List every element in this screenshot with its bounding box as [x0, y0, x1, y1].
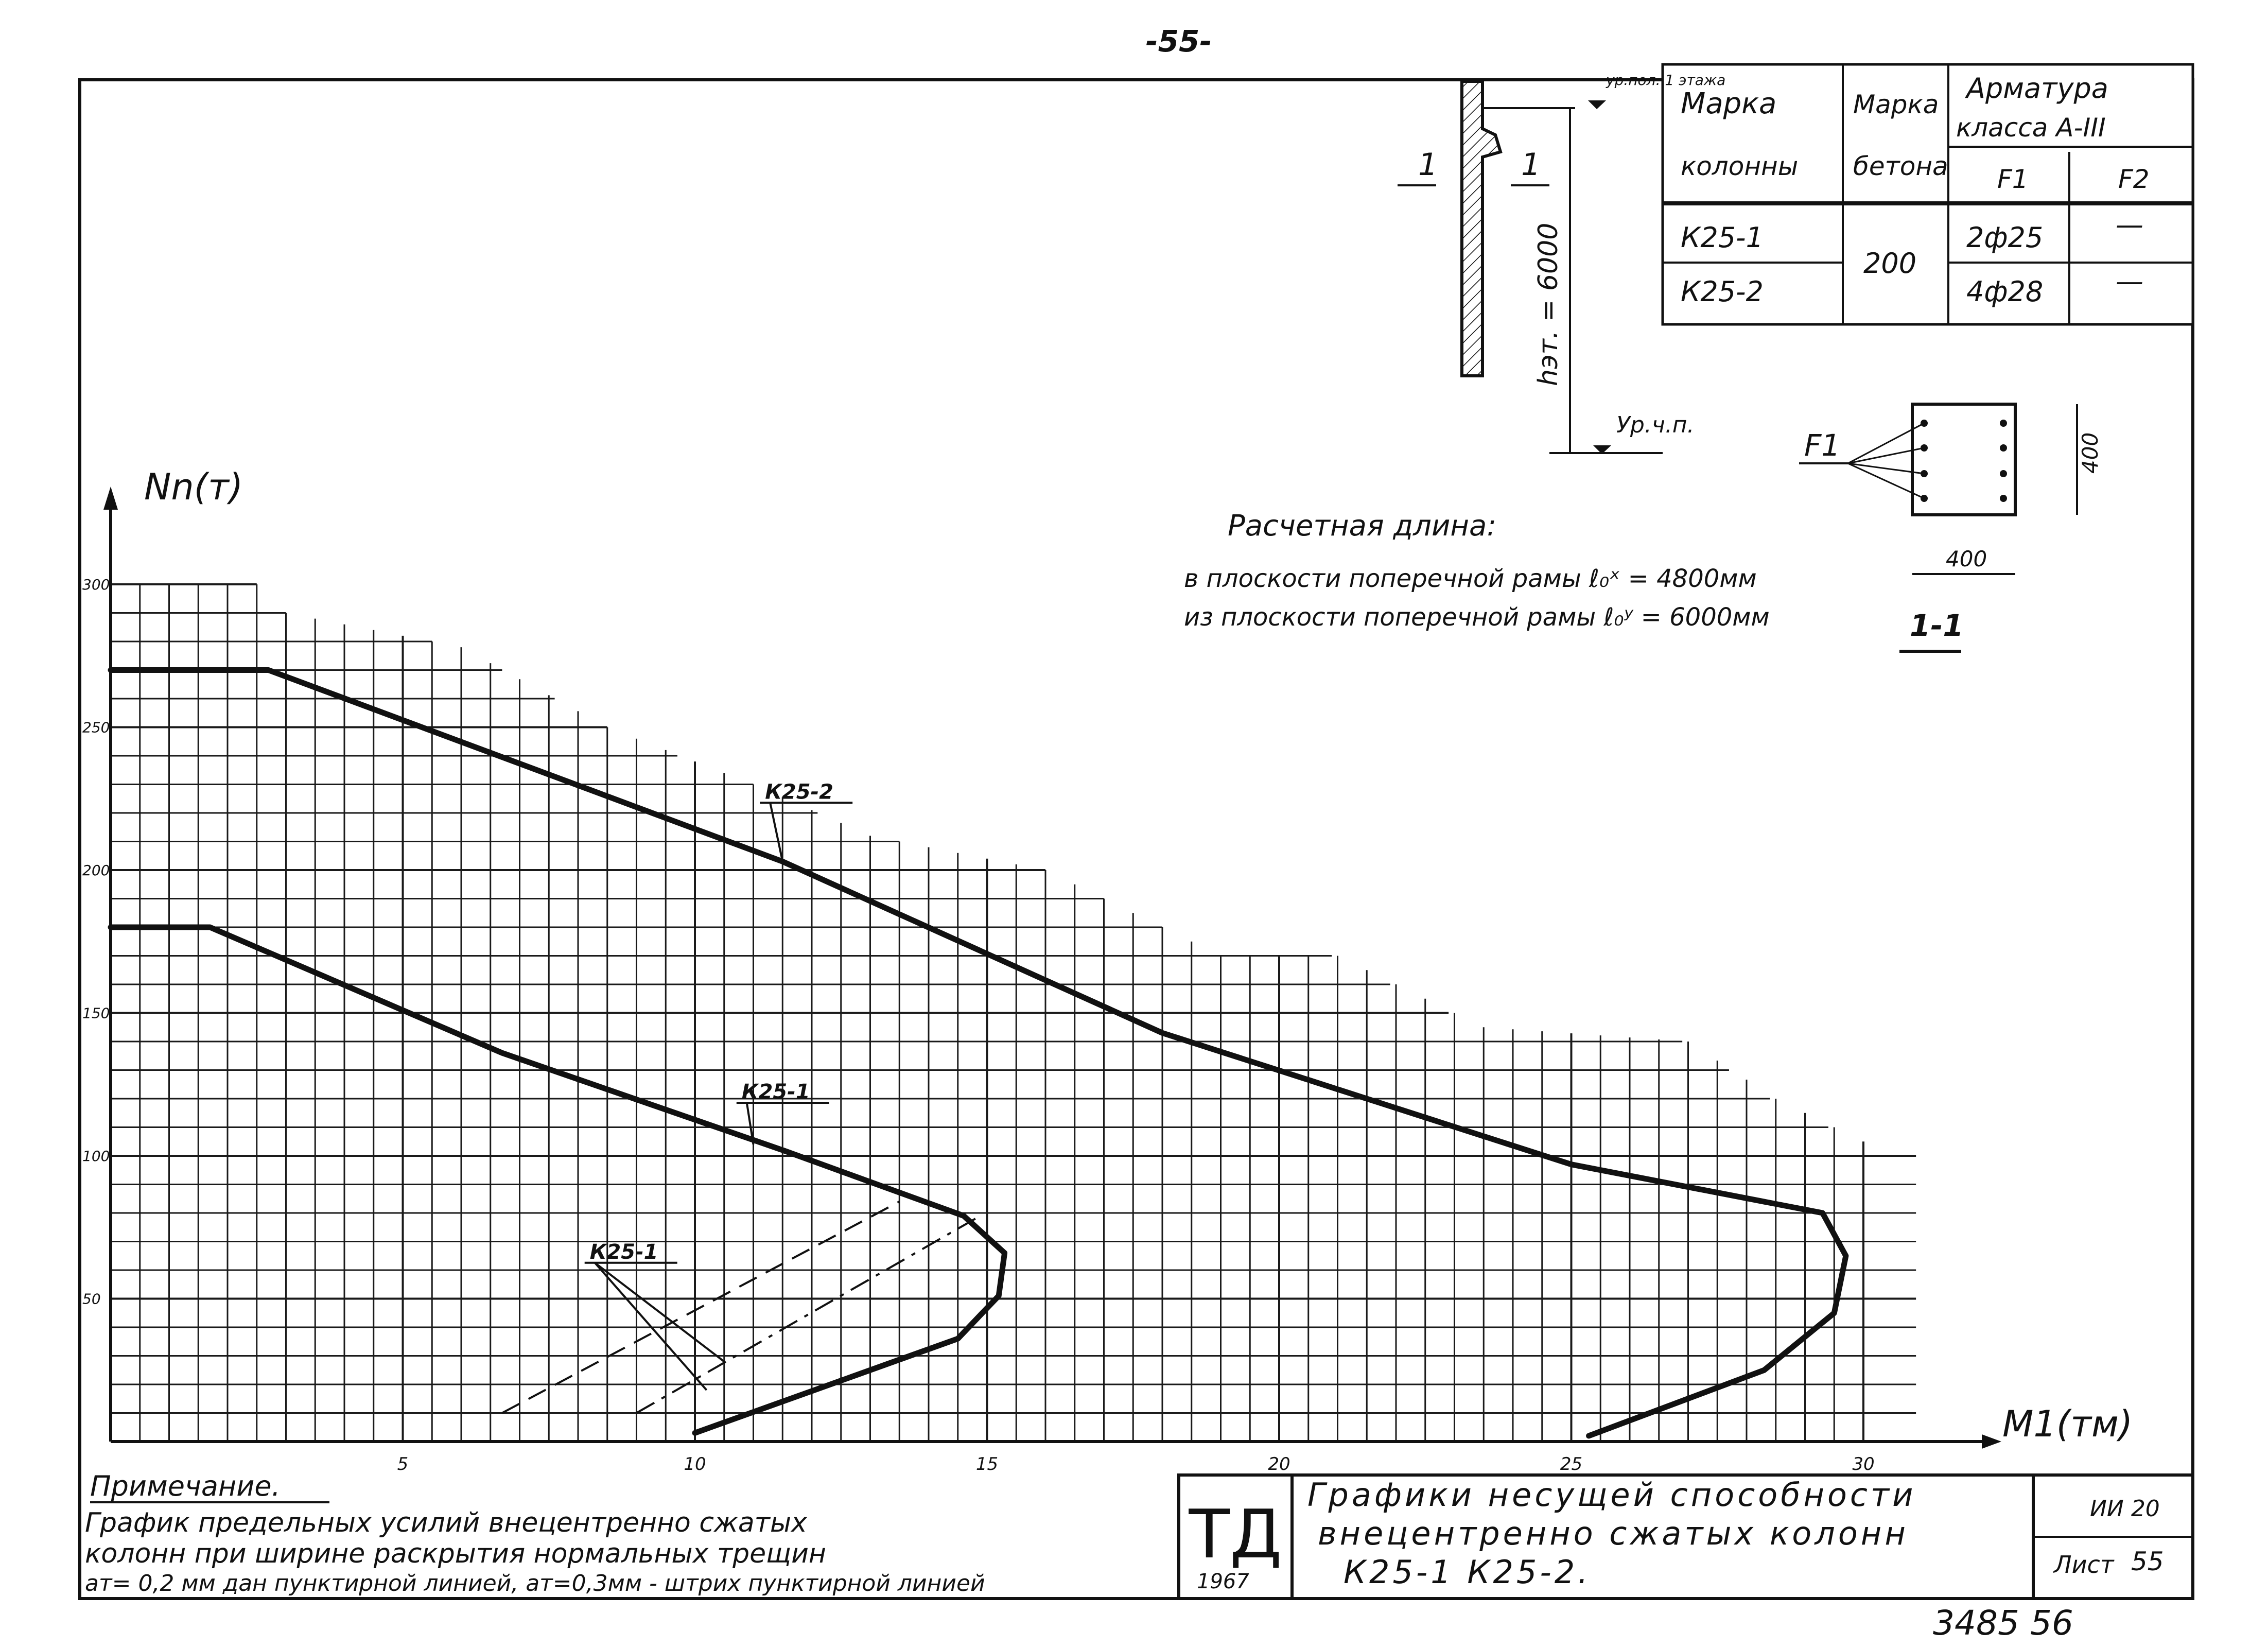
rebar-dot: [2000, 495, 2007, 502]
row2-column: К25-2: [1681, 275, 1764, 308]
rebar-dot: [2000, 444, 2007, 452]
header-f2: F2: [2118, 164, 2150, 194]
row1-f1: 2ф25: [1966, 221, 2043, 254]
series-line: [636, 1218, 976, 1414]
y-tick-label: 50: [82, 1291, 101, 1308]
header-column-mark-2: колонны: [1681, 151, 1798, 181]
series-line: [108, 924, 1008, 1436]
leader-line: [1847, 447, 1925, 464]
design-length-line2: из плоскости поперечной рамы ℓ₀ʸ = 6000м…: [1184, 603, 1770, 632]
chart-axes: [103, 487, 2001, 1449]
cross-section-f1-label: F1: [1804, 428, 1840, 463]
sheet-label: Лист: [2053, 1551, 2115, 1578]
height-label: hэт. = 6000: [1533, 223, 1564, 386]
series-line: [501, 1201, 900, 1414]
section-outline: [1911, 403, 2017, 516]
header-f1: F1: [1997, 164, 2029, 194]
x-tick-label: 25: [1560, 1454, 1582, 1474]
rebar-dot: [2000, 470, 2007, 477]
annotation-leader: [594, 1262, 708, 1391]
leader-line: [1847, 462, 1925, 475]
header-concrete-mark-2: бетона: [1853, 151, 1948, 181]
sheet-frame: [78, 78, 2194, 1600]
x-tick-label: 15: [976, 1454, 998, 1474]
y-axis-arrow-icon: [103, 487, 118, 510]
title-line1: Графики несущей способности: [1307, 1476, 1916, 1514]
top-level-label: ур.пол. 1 этажа: [1606, 72, 1725, 89]
x-tick-label: 30: [1852, 1454, 1874, 1474]
top-level-marker-icon: [1588, 100, 1606, 109]
y-tick-label: 150: [82, 1005, 110, 1022]
header-column-mark-1: Марка: [1681, 87, 1776, 120]
annotation-leader: [745, 1102, 755, 1145]
series-line: [108, 667, 1849, 1439]
note-line1: График предельных усилий внецентренно сж…: [85, 1507, 808, 1538]
x-axis-label: M1(тм): [2002, 1403, 2133, 1445]
header-reinforcement-1: Арматура: [1965, 72, 2108, 105]
row2-f1: 4ф28: [1966, 275, 2043, 308]
y-axis-label: Nn(т): [144, 466, 243, 508]
archive-number: 3485 56: [1933, 1603, 2073, 1643]
title-block: ТД 1967 Графики несущей способности внец…: [1177, 1473, 2194, 1600]
annotation-label: К25-1: [590, 1240, 658, 1264]
page-number: -55-: [1146, 24, 1212, 59]
title-line3: К25-1 К25-2.: [1344, 1553, 1591, 1591]
note-block: Примечание. График предельных усилий вне…: [85, 1470, 985, 1597]
annotation-leader: [594, 1262, 725, 1363]
y-tick-label: 200: [82, 862, 110, 879]
x-axis-arrow-icon: [1982, 1434, 2001, 1449]
x-tick-label: 20: [1268, 1454, 1290, 1474]
chart-series: [108, 667, 1849, 1439]
series-code: ИИ 20: [2090, 1496, 2160, 1522]
leader-line: [1847, 462, 1925, 499]
section-caption: 1-1: [1910, 608, 1964, 643]
rebar-dot: [2000, 420, 2007, 427]
title-year: 1967: [1197, 1570, 1249, 1593]
column-cross-section: F1 400 400 1-1: [1799, 403, 2103, 653]
annotation-label: К25-2: [765, 780, 833, 804]
design-length-line1: в плоскости поперечной рамы ℓ₀ˣ = 4800мм: [1184, 564, 1757, 593]
td-logo: ТД: [1189, 1495, 1282, 1573]
chart-grid: [110, 583, 1916, 1442]
note-line2: колонн при ширине раскрытия нормальных т…: [85, 1538, 826, 1569]
row2-f2: —: [2116, 265, 2143, 298]
design-length-block: Расчетная длина: в плоскости поперечной …: [1184, 509, 1770, 632]
x-tick-label: 5: [397, 1454, 409, 1474]
y-tick-label: 250: [82, 719, 110, 736]
section-mark-left: 1: [1418, 147, 1438, 183]
bottom-level-label: Ур.ч.п.: [1616, 412, 1694, 438]
column-elevation-sketch: ур.пол. 1 этажа Ур.ч.п. hэт. = 6000 1 1: [1398, 72, 1725, 454]
cross-section-width-label: 400: [1946, 546, 1987, 571]
header-concrete-mark-1: Марка: [1853, 90, 1939, 119]
header-reinforcement-2: класса А-III: [1956, 113, 2106, 143]
design-length-title: Расчетная длина:: [1228, 509, 1496, 543]
section-mark-right: 1: [1521, 147, 1541, 183]
annotation-leader: [769, 802, 784, 862]
row1-f2: —: [2116, 209, 2143, 241]
column-table: Марка колонны Марка бетона Арматура клас…: [1661, 63, 2194, 326]
x-tick-label: 10: [684, 1454, 706, 1474]
bottom-level-marker-icon: [1593, 445, 1611, 454]
table-border: [1661, 63, 2194, 326]
y-tick-label: 300: [82, 576, 110, 593]
concrete-value: 200: [1863, 247, 1916, 280]
chart-ticks: 5 10 15 20 25 30 50 100 150 200 250 300: [82, 576, 1875, 1474]
y-tick-label: 100: [82, 1148, 110, 1165]
annotation-label: К25-1: [742, 1080, 810, 1104]
column-body: [1460, 80, 1503, 377]
cross-section-height-label: 400: [2078, 432, 2103, 474]
title-line2: внецентренно сжатых колонн: [1318, 1515, 1909, 1552]
note-title: Примечание.: [90, 1470, 281, 1502]
row1-column: К25-1: [1681, 221, 1764, 254]
leader-line: [1847, 422, 1925, 464]
title-block-border: [1177, 1473, 2194, 1600]
note-line3: aт= 0,2 мм дан пунктирной линией, aт=0,3…: [85, 1570, 985, 1597]
sheet-number: 55: [2131, 1547, 2164, 1576]
